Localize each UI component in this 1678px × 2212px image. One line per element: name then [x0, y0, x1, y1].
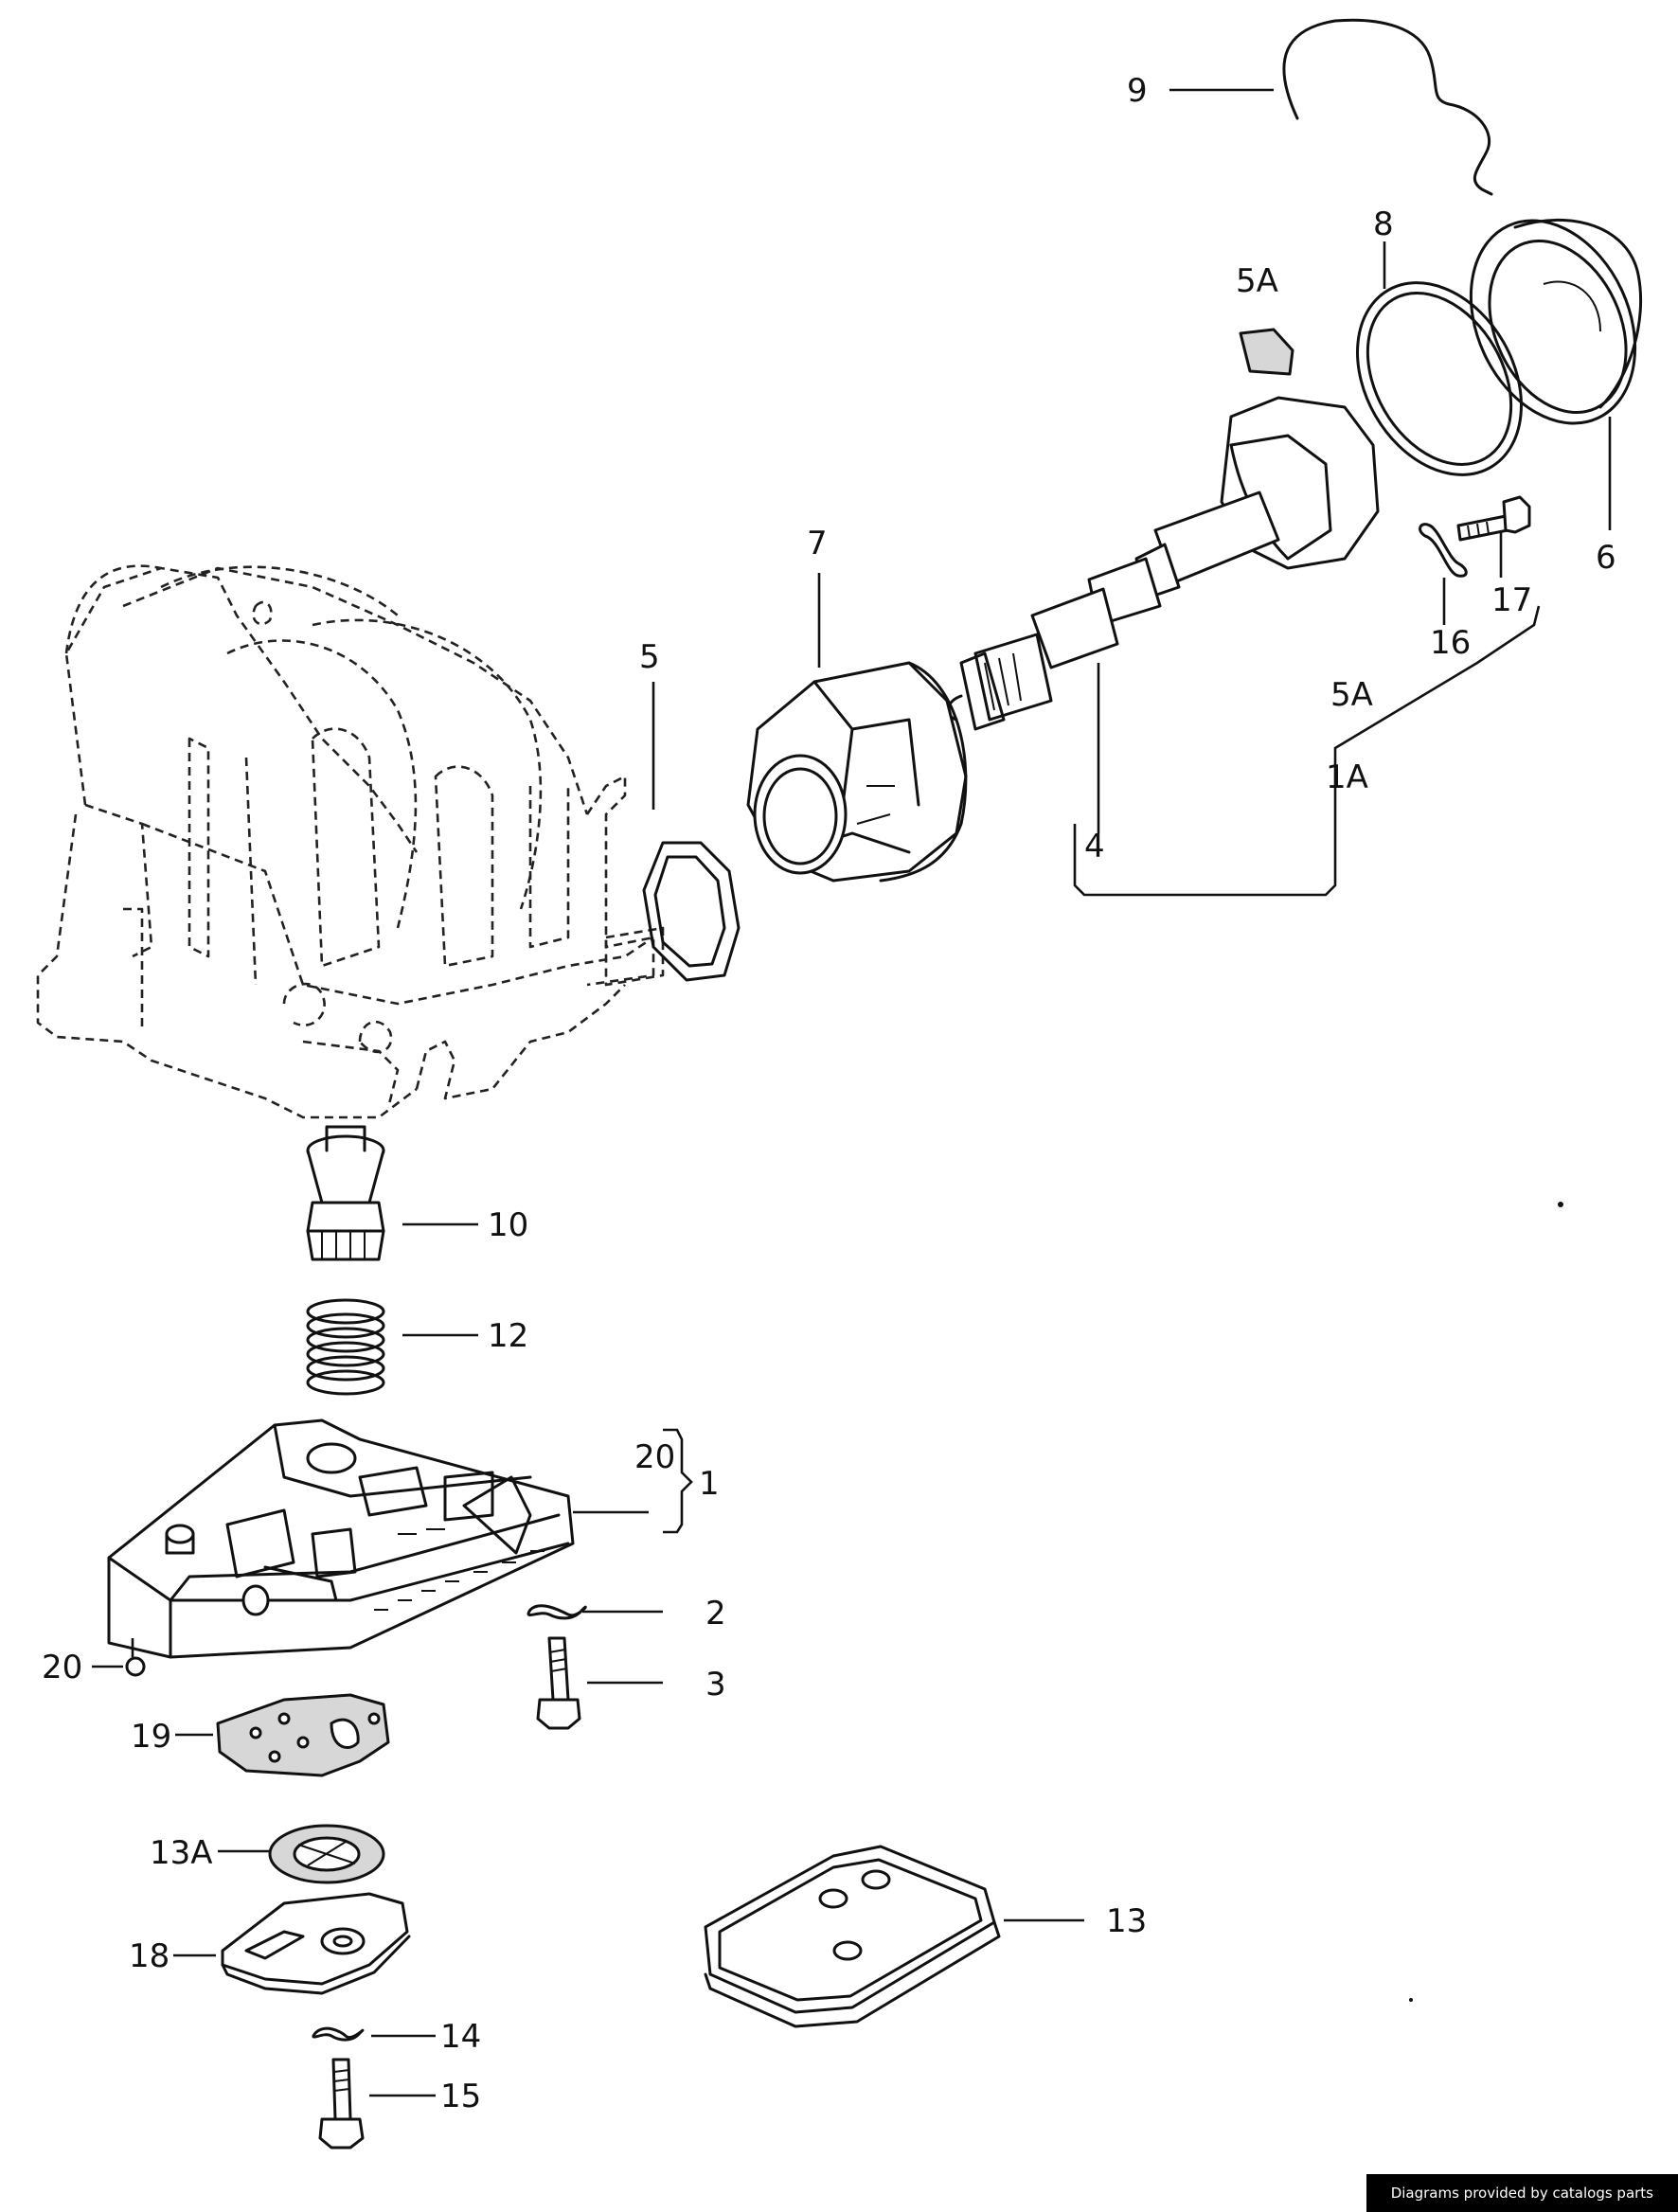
- part-9-wire-clip: [1282, 18, 1493, 196]
- bracket-1: [663, 1428, 693, 1534]
- callout-4: 4: [1084, 828, 1105, 865]
- credit-footer: Diagrams provided by catalogs parts: [1366, 2174, 1678, 2212]
- callout-14: 14: [440, 2018, 481, 2056]
- callout-13a: 13A: [150, 1834, 213, 1872]
- part-13a-strainer: [268, 1824, 385, 1884]
- part-6-cover: [1469, 218, 1643, 425]
- part-13-oil-pan: [704, 1845, 1001, 2028]
- part-1-valve-body: [107, 1418, 575, 1659]
- part-8-o-ring: [1356, 281, 1523, 476]
- part-5a-seal: [1239, 328, 1294, 376]
- callout-17: 17: [1491, 581, 1532, 619]
- bracket-1a: [1073, 605, 1541, 897]
- callout-3: 3: [705, 1666, 726, 1704]
- part-7-flange-housing: [746, 661, 968, 883]
- callout-20-bracket: 20: [634, 1438, 675, 1476]
- callout-2: 2: [705, 1595, 726, 1632]
- callout-1: 1: [699, 1465, 720, 1503]
- callout-7: 7: [807, 525, 828, 562]
- callout-10: 10: [488, 1206, 528, 1244]
- part-19-gasket: [216, 1693, 390, 1777]
- part-12-spring: [306, 1298, 385, 1396]
- scan-speck: [1558, 1202, 1563, 1207]
- callout-5a-top: 5A: [1236, 262, 1278, 300]
- part-16-washer: [1419, 523, 1468, 578]
- part-4-shaft-assembly: [946, 396, 1380, 731]
- callout-13: 13: [1106, 1902, 1147, 1940]
- part-14-washer: [312, 2026, 365, 2042]
- scan-speck: [1409, 1998, 1413, 2002]
- callout-20-left: 20: [42, 1649, 82, 1686]
- part-17-bolt: [1456, 495, 1531, 542]
- part-20-ball: [125, 1638, 146, 1677]
- callout-16: 16: [1430, 624, 1471, 662]
- callout-8: 8: [1373, 205, 1394, 243]
- callout-15: 15: [440, 2078, 481, 2115]
- callout-12: 12: [488, 1317, 528, 1355]
- transmission-housing-outline: [36, 564, 665, 1119]
- callout-5a-mid: 5A: [1330, 676, 1373, 714]
- part-15-bolt: [318, 2058, 365, 2150]
- callout-5: 5: [639, 638, 660, 676]
- part-2-washer: [527, 1604, 587, 1620]
- part-5-gasket-ring: [642, 841, 741, 982]
- callout-6: 6: [1596, 539, 1616, 577]
- callout-1a: 1A: [1326, 758, 1368, 796]
- callout-18: 18: [129, 1937, 170, 1975]
- callout-19: 19: [131, 1718, 171, 1756]
- part-10-plug: [306, 1125, 385, 1261]
- callout-9: 9: [1127, 72, 1148, 110]
- part-3-bolt: [536, 1636, 581, 1730]
- part-18-cover-plate: [221, 1892, 411, 1995]
